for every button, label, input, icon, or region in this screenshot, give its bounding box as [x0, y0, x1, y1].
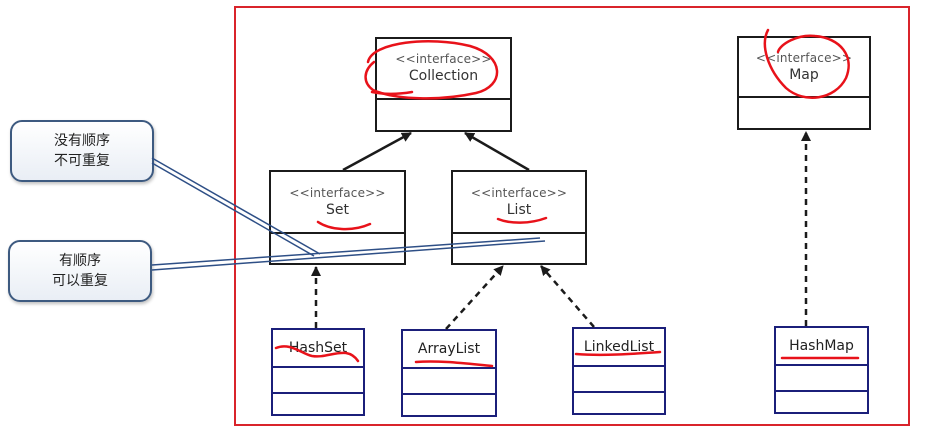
arraylist-class-box: ArrayList	[401, 329, 497, 417]
map-interface-box: <<interface>> Map	[737, 36, 871, 130]
list-stereotype: <<interface>>	[470, 185, 568, 200]
note-unordered-callout	[151, 157, 321, 257]
arraylist-name: ArrayList	[417, 341, 481, 357]
note-unordered: 没有顺序 不可重复	[10, 120, 154, 182]
set-name: Set	[326, 201, 349, 218]
note-ordered: 有顺序 可以重复	[8, 240, 152, 302]
note-unordered-line1: 没有顺序	[54, 133, 110, 149]
arraylist-implements-list-arrow	[445, 265, 504, 330]
note-ordered-line2: 可以重复	[52, 273, 108, 289]
note-ordered-line1: 有顺序	[59, 253, 101, 269]
list-extends-collection-arrow	[464, 131, 530, 172]
map-stereotype: <<interface>>	[755, 50, 853, 65]
note-ordered-callout	[151, 237, 546, 271]
map-circle-mark	[763, 28, 850, 99]
list-underline-mark	[496, 216, 548, 224]
set-extends-collection-arrow	[342, 131, 412, 172]
list-interface-box: <<interface>> List	[451, 170, 587, 265]
hashmap-name: HashMap	[789, 338, 854, 354]
red-annotations	[274, 28, 860, 368]
diagram-frame	[234, 6, 910, 426]
linkedlist-implements-list-arrow	[540, 265, 595, 328]
hashset-class-box: HashSet	[271, 328, 365, 416]
collection-name: Collection	[408, 68, 479, 84]
collection-stereotype: <<interface>>	[395, 52, 492, 66]
collection-underline-mark	[370, 90, 414, 96]
collection-circle-mark	[364, 40, 499, 100]
set-stereotype: <<interface>>	[289, 185, 386, 200]
collection-interface-box: <<interface>> Collection	[375, 37, 512, 132]
hashset-underline-mark	[274, 345, 360, 363]
list-name: List	[506, 201, 532, 218]
linkedlist-class-box: LinkedList	[572, 327, 666, 415]
arraylist-underline-mark	[414, 360, 494, 368]
linkedlist-underline-mark	[574, 350, 662, 357]
map-name: Map	[789, 66, 819, 83]
linkedlist-name: LinkedList	[583, 339, 655, 355]
set-underline-mark	[316, 220, 372, 231]
hashmap-class-box: HashMap	[774, 326, 869, 414]
note-unordered-line2: 不可重复	[54, 153, 110, 169]
